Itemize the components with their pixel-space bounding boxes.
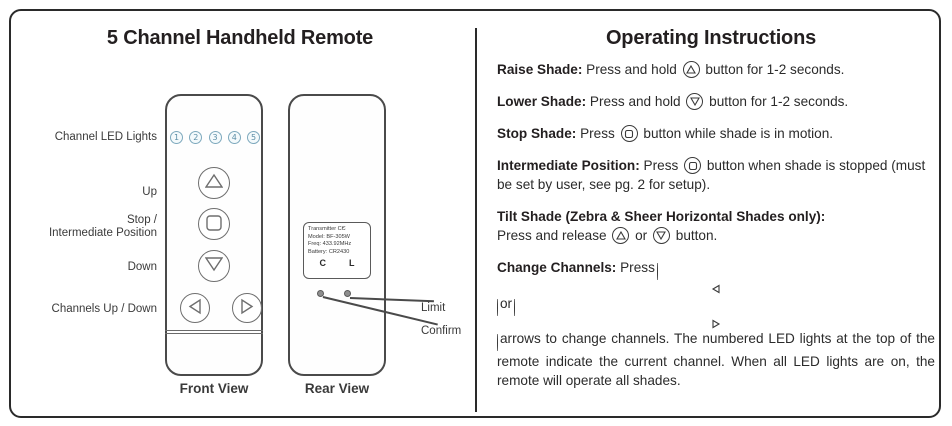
leader-label-limit: Limit xyxy=(421,302,446,314)
instruction-stop-shade: Stop Shade: Press button while shade is … xyxy=(497,124,935,143)
instruction-text-after: button when shade is stopped (must be se… xyxy=(497,158,926,192)
callout-stop-line1: Stop / xyxy=(126,214,157,226)
instruction-text-before: Press xyxy=(576,126,619,141)
led-indicator-1: 1 xyxy=(170,131,183,144)
instruction-text-before: Press and hold xyxy=(586,94,685,109)
callout-channels-up-down: Channels Up / Down xyxy=(51,303,157,315)
callout-down: Down xyxy=(127,261,157,273)
instruction-change-channels: Change Channels: Press or arrows to chan… xyxy=(497,258,935,390)
instruction-text-after: arrows to change channels. The numbered … xyxy=(497,331,935,388)
instruction-heading: Tilt Shade (Zebra & Sheer Horizontal Sha… xyxy=(497,209,826,224)
channel-left-arrow-button-icon xyxy=(497,263,935,316)
callout-stop-line2: Intermediate Position xyxy=(48,227,157,239)
up-triangle-button-icon xyxy=(682,61,700,78)
panel-divider xyxy=(475,28,477,412)
caption-front-view: Front View xyxy=(179,381,249,396)
stop-square-button-icon xyxy=(684,157,702,174)
instruction-lower-shade: Lower Shade: Press and hold button for 1… xyxy=(497,92,935,111)
operating-instructions-list: Raise Shade: Press and hold button for 1… xyxy=(497,60,935,403)
sticker-label-l: L xyxy=(349,258,355,269)
led-indicator-4: 4 xyxy=(227,131,241,144)
instruction-text-after: button for 1-2 seconds. xyxy=(705,94,849,109)
led-indicator-2: 2 xyxy=(189,131,203,144)
instruction-text-before: Press xyxy=(639,158,683,173)
instruction-heading: Change Channels: xyxy=(497,260,617,275)
down-triangle-button-icon xyxy=(686,93,704,110)
callout-label-column: Channel LED Lights Up Stop / Intermediat… xyxy=(10,0,157,426)
sticker-model-line: Model: BF-305W xyxy=(308,233,350,240)
confirm-button-port[interactable] xyxy=(317,290,324,297)
left-panel-title: 5 Channel Handheld Remote xyxy=(106,27,374,49)
sticker-label-c: C xyxy=(319,258,327,269)
channel-led-row: 1 2 3 4 5 xyxy=(170,131,260,144)
up-triangle-button-icon xyxy=(612,227,630,244)
change-or: or xyxy=(500,295,513,311)
stop-square-button[interactable] xyxy=(198,208,230,240)
channel-left-arrow-button[interactable] xyxy=(180,293,210,323)
instruction-text-before: Press and hold xyxy=(582,62,681,77)
battery-door-seam xyxy=(165,330,263,334)
transmitter-label-sticker: Transmitter CЄ Model: BF-305W Freq: 433.… xyxy=(303,222,371,279)
down-triangle-button-icon xyxy=(652,227,670,244)
instruction-intermediate-position: Intermediate Position: Press button when… xyxy=(497,156,935,194)
instruction-heading: Stop Shade: xyxy=(497,126,577,141)
callout-up: Up xyxy=(142,186,157,198)
channel-right-arrow-button-icon xyxy=(497,298,935,351)
right-panel-title: Operating Instructions xyxy=(605,27,817,49)
instruction-heading: Raise Shade: xyxy=(497,62,583,77)
sticker-transmitter-line: Transmitter CЄ xyxy=(308,226,346,232)
sticker-battery-line: Battery: CR2430 xyxy=(308,248,350,255)
instruction-heading: Lower Shade: xyxy=(497,94,587,109)
leader-label-confirm: Confirm xyxy=(421,325,462,337)
tilt-text-after: button. xyxy=(671,228,718,243)
instruction-tilt-shade: Tilt Shade (Zebra & Sheer Horizontal Sha… xyxy=(497,207,935,245)
up-triangle-button[interactable] xyxy=(198,167,230,199)
instruction-text-before: Press xyxy=(616,260,655,275)
led-indicator-3: 3 xyxy=(208,131,222,144)
instruction-heading: Intermediate Position: xyxy=(497,158,640,173)
tilt-text-before: Press and release xyxy=(497,228,611,243)
sticker-freq-line: Freq: 433.92MHz xyxy=(308,241,352,248)
instruction-raise-shade: Raise Shade: Press and hold button for 1… xyxy=(497,60,935,79)
caption-rear-view: Rear View xyxy=(304,381,370,396)
down-triangle-button[interactable] xyxy=(198,250,230,282)
callout-channel-led-lights: Channel LED Lights xyxy=(54,131,157,143)
instruction-text-after: button for 1-2 seconds. xyxy=(701,62,845,77)
instruction-text-after: button while shade is in motion. xyxy=(639,126,834,141)
sticker-port-labels: C L xyxy=(308,258,366,268)
tilt-or: or xyxy=(631,228,651,243)
callout-stop-intermediate: Stop / Intermediate Position xyxy=(49,214,157,240)
limit-button-port[interactable] xyxy=(344,290,351,297)
led-indicator-5: 5 xyxy=(247,131,260,144)
channel-right-arrow-button[interactable] xyxy=(232,293,262,323)
stop-square-button-icon xyxy=(620,125,638,142)
